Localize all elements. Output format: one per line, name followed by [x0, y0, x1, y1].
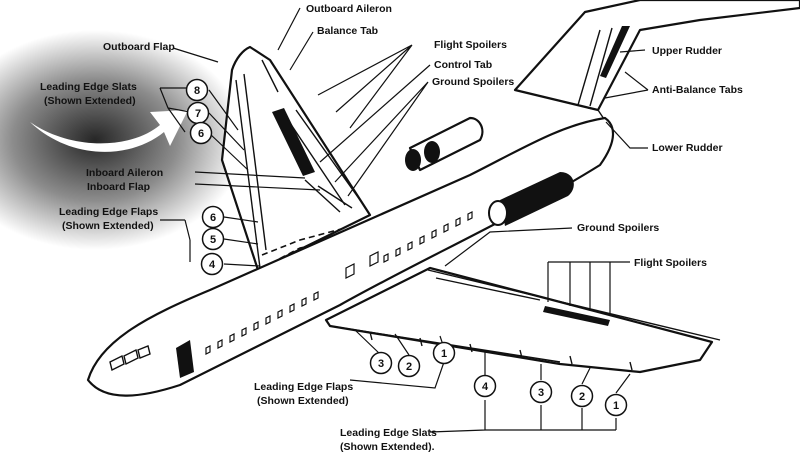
- label-shown-extended-flaps-left: (Shown Extended): [62, 220, 154, 232]
- label-lower-rudder: Lower Rudder: [652, 142, 723, 154]
- labels: Outboard Aileron Balance Tab Outboard Fl…: [40, 3, 743, 453]
- fuselage: [86, 116, 615, 397]
- svg-text:4: 4: [482, 381, 489, 393]
- label-outboard-flap: Outboard Flap: [103, 41, 175, 53]
- svg-text:1: 1: [441, 348, 447, 360]
- label-leading-edge-slats-bottom: Leading Edge Slats: [340, 427, 437, 439]
- callout-bottom-flap-3: 3: [369, 351, 393, 375]
- label-leading-edge-flaps-bottom: Leading Edge Flaps: [254, 381, 353, 393]
- pointer-arrow-icon: [30, 110, 188, 152]
- svg-text:7: 7: [195, 108, 201, 120]
- label-outboard-aileron: Outboard Aileron: [306, 3, 392, 15]
- vertical-stabilizer: [513, 0, 800, 112]
- left-flight-spoiler: [272, 108, 315, 176]
- label-inboard-flap: Inboard Flap: [87, 181, 150, 193]
- callout-bottom-slat-4: 4: [473, 374, 497, 398]
- cockpit-windows: [109, 345, 151, 372]
- callout-bottom-flap-1: 1: [432, 341, 456, 365]
- label-flight-spoilers-top: Flight Spoilers: [434, 39, 507, 51]
- callout-left-flap-5: 5: [201, 227, 225, 251]
- label-anti-balance-tabs: Anti-Balance Tabs: [652, 84, 743, 96]
- label-flight-spoilers-right: Flight Spoilers: [634, 257, 707, 269]
- svg-text:3: 3: [378, 358, 384, 370]
- callout-left-flap-6: 6: [201, 205, 225, 229]
- svg-text:6: 6: [198, 128, 204, 140]
- callout-bottom-flap-2: 2: [397, 354, 421, 378]
- callout-left-slat-7: 7: [186, 101, 210, 125]
- svg-text:5: 5: [210, 234, 216, 246]
- svg-text:6: 6: [210, 212, 216, 224]
- label-leading-edge-slats-left: Leading Edge Slats: [40, 81, 137, 93]
- callout-bottom-slat-2: 2: [570, 384, 594, 408]
- label-ground-spoilers-top: Ground Spoilers: [432, 76, 514, 88]
- aircraft-drawing: [86, 0, 800, 397]
- callout-circles: 8 7 6 6 5 4 3 2 1 4 3 2 1: [185, 78, 628, 417]
- svg-text:2: 2: [579, 391, 585, 403]
- label-shown-extended-flaps-bottom: (Shown Extended): [257, 395, 349, 407]
- callout-bottom-slat-1: 1: [604, 393, 628, 417]
- label-shown-extended-slats-bottom: (Shown Extended).: [340, 441, 435, 453]
- callout-left-slat-8: 8: [185, 78, 209, 102]
- label-shown-extended-slats-left: (Shown Extended): [44, 95, 136, 107]
- svg-text:2: 2: [406, 361, 412, 373]
- callout-left-slat-6: 6: [189, 121, 213, 145]
- callout-bottom-slat-3: 3: [529, 380, 553, 404]
- callout-left-flap-4: 4: [200, 252, 224, 276]
- label-upper-rudder: Upper Rudder: [652, 45, 722, 57]
- passenger-windows: [205, 211, 473, 355]
- engines: [405, 116, 574, 226]
- label-inboard-aileron: Inboard Aileron: [86, 167, 163, 179]
- label-control-tab: Control Tab: [434, 59, 492, 71]
- svg-text:1: 1: [613, 400, 619, 412]
- forward-door: [176, 340, 194, 378]
- shadow-overlay: [0, 30, 245, 250]
- svg-text:4: 4: [209, 259, 216, 271]
- svg-text:3: 3: [538, 387, 544, 399]
- svg-text:8: 8: [194, 85, 200, 97]
- label-ground-spoilers-right: Ground Spoilers: [577, 222, 659, 234]
- label-leading-edge-flaps-left: Leading Edge Flaps: [59, 206, 158, 218]
- right-flight-spoiler: [543, 306, 610, 326]
- label-balance-tab: Balance Tab: [317, 25, 378, 37]
